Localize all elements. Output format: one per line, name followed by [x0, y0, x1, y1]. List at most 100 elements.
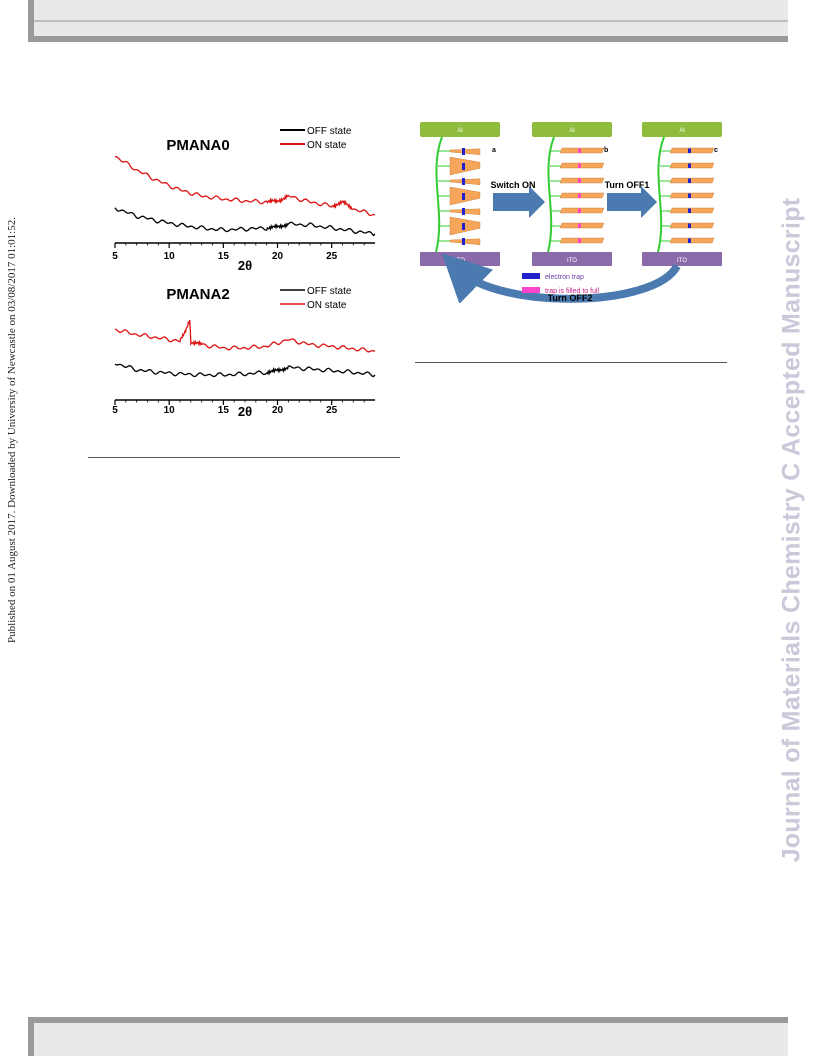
naphthalimide-unit	[669, 192, 715, 199]
naphthalimide-unit	[669, 237, 715, 244]
journal-watermark: Journal of Materials Chemistry C Accepte…	[770, 145, 814, 915]
bottom-electrode-label: ITO	[567, 258, 577, 264]
naphthalimide-unit	[559, 237, 605, 244]
chart-title: PMANA2	[166, 286, 229, 303]
bottom-electrode	[532, 252, 612, 266]
chart-title: PMANA0	[166, 137, 229, 154]
legend-filled-swatch	[522, 287, 540, 293]
legend-trap-swatch	[522, 273, 540, 279]
trap-site	[578, 148, 581, 153]
polymer-backbone	[547, 136, 555, 253]
legend-label-off: OFF state	[307, 286, 352, 297]
x-axis-label: 2θ	[238, 258, 252, 273]
top-electrode	[420, 122, 500, 137]
figure-rule-right	[415, 362, 727, 363]
trap-site	[462, 163, 465, 170]
naphthalimide-unit	[559, 192, 605, 199]
trap-site	[462, 208, 465, 215]
trap-site	[462, 238, 465, 245]
top-electrode-label: Al	[679, 128, 684, 134]
top-electrode	[642, 122, 722, 137]
trap-site	[688, 208, 691, 213]
trap-site	[578, 223, 581, 228]
x-ticks: 5 10 15 20 25	[112, 400, 365, 416]
naphthalimide-unit	[559, 147, 605, 154]
x-tick-label: 10	[164, 405, 176, 416]
series-line-on	[114, 156, 376, 217]
legend-label-off: OFF state	[307, 126, 352, 137]
naphthalimide-unit	[669, 147, 715, 154]
series-line-off	[114, 363, 376, 378]
x-tick-label: 20	[272, 405, 284, 416]
naphthalimide-unit	[559, 162, 605, 169]
arrow-turn-off1-label: Turn OFF1	[605, 180, 650, 190]
bottom-electrode	[642, 252, 722, 266]
trap-site	[462, 223, 465, 230]
x-ticks: 5 10 15 20 25	[112, 243, 365, 262]
x-tick-label: 25	[326, 251, 338, 262]
panel-label: c	[714, 147, 718, 154]
trap-site	[578, 238, 581, 243]
trap-site	[688, 148, 691, 153]
x-tick-label: 10	[164, 251, 176, 262]
top-electrode-label: Al	[569, 128, 574, 134]
series-line-off	[114, 207, 376, 237]
header-stripe	[34, 20, 788, 22]
panel-label: a	[492, 147, 496, 154]
xrd-chart-pmana2: PMANA2 OFF state ON state 5 10 15 20 25 2θ	[112, 286, 376, 419]
arrow-switch-on: Switch ON	[490, 180, 545, 218]
legend-label-on: ON state	[307, 300, 347, 311]
footer-bar	[28, 1017, 788, 1056]
trap-site	[462, 178, 465, 185]
journal-watermark-text: Journal of Materials Chemistry C Accepte…	[777, 197, 806, 863]
x-tick-label: 25	[326, 405, 338, 416]
publication-note: Published on 01 August 2017. Downloaded …	[0, 150, 24, 710]
trap-site	[688, 238, 691, 243]
legend-filled-label: trap is filled to full	[545, 288, 600, 295]
top-electrode-label: Al	[457, 128, 462, 134]
x-tick-label: 5	[112, 405, 118, 416]
arrow-switch-on-label: Switch ON	[490, 180, 535, 190]
x-tick-label: 15	[218, 405, 230, 416]
naphthalimide-unit	[559, 207, 605, 214]
series-line-on	[114, 319, 376, 353]
naphthalimide-unit	[559, 177, 605, 184]
trap-site	[578, 193, 581, 198]
naphthalimide-unit	[669, 177, 715, 184]
trap-site	[688, 223, 691, 228]
bottom-electrode-label: ITO	[677, 258, 687, 264]
header-bar	[28, 0, 788, 42]
x-axis-label: 2θ	[238, 404, 252, 419]
trap-site	[578, 163, 581, 168]
trap-site	[688, 178, 691, 183]
naphthalimide-unit	[669, 207, 715, 214]
arrow-turn-off2	[441, 253, 681, 303]
naphthalimide-unit	[559, 222, 605, 229]
naphthalimide-unit	[669, 222, 715, 229]
polymer-backbone	[435, 136, 443, 253]
xrd-chart-pmana0: PMANA0 OFF state ON state 5 10 15 20 25 2θ	[112, 126, 376, 273]
trap-site	[688, 193, 691, 198]
bottom-electrode-label: ITO	[455, 258, 465, 264]
arrow-turn-off1: Turn OFF1	[605, 180, 657, 218]
trap-site	[578, 178, 581, 183]
naphthalimide-unit	[669, 162, 715, 169]
legend-trap-label: electron trap	[545, 274, 584, 281]
figure-rule-left	[88, 457, 400, 458]
publication-note-text: Published on 01 August 2017. Downloaded …	[6, 217, 18, 643]
legend-label-on: ON state	[307, 140, 347, 151]
trap-site	[578, 208, 581, 213]
x-tick-label: 5	[112, 251, 118, 262]
x-tick-label: 15	[218, 251, 230, 262]
trap-site	[688, 163, 691, 168]
trap-site	[462, 148, 465, 155]
arrow-turn-off2-label: Turn OFF2	[548, 293, 593, 303]
trap-site	[462, 193, 465, 200]
polymer-backbone	[657, 136, 665, 253]
x-tick-label: 20	[272, 251, 284, 262]
